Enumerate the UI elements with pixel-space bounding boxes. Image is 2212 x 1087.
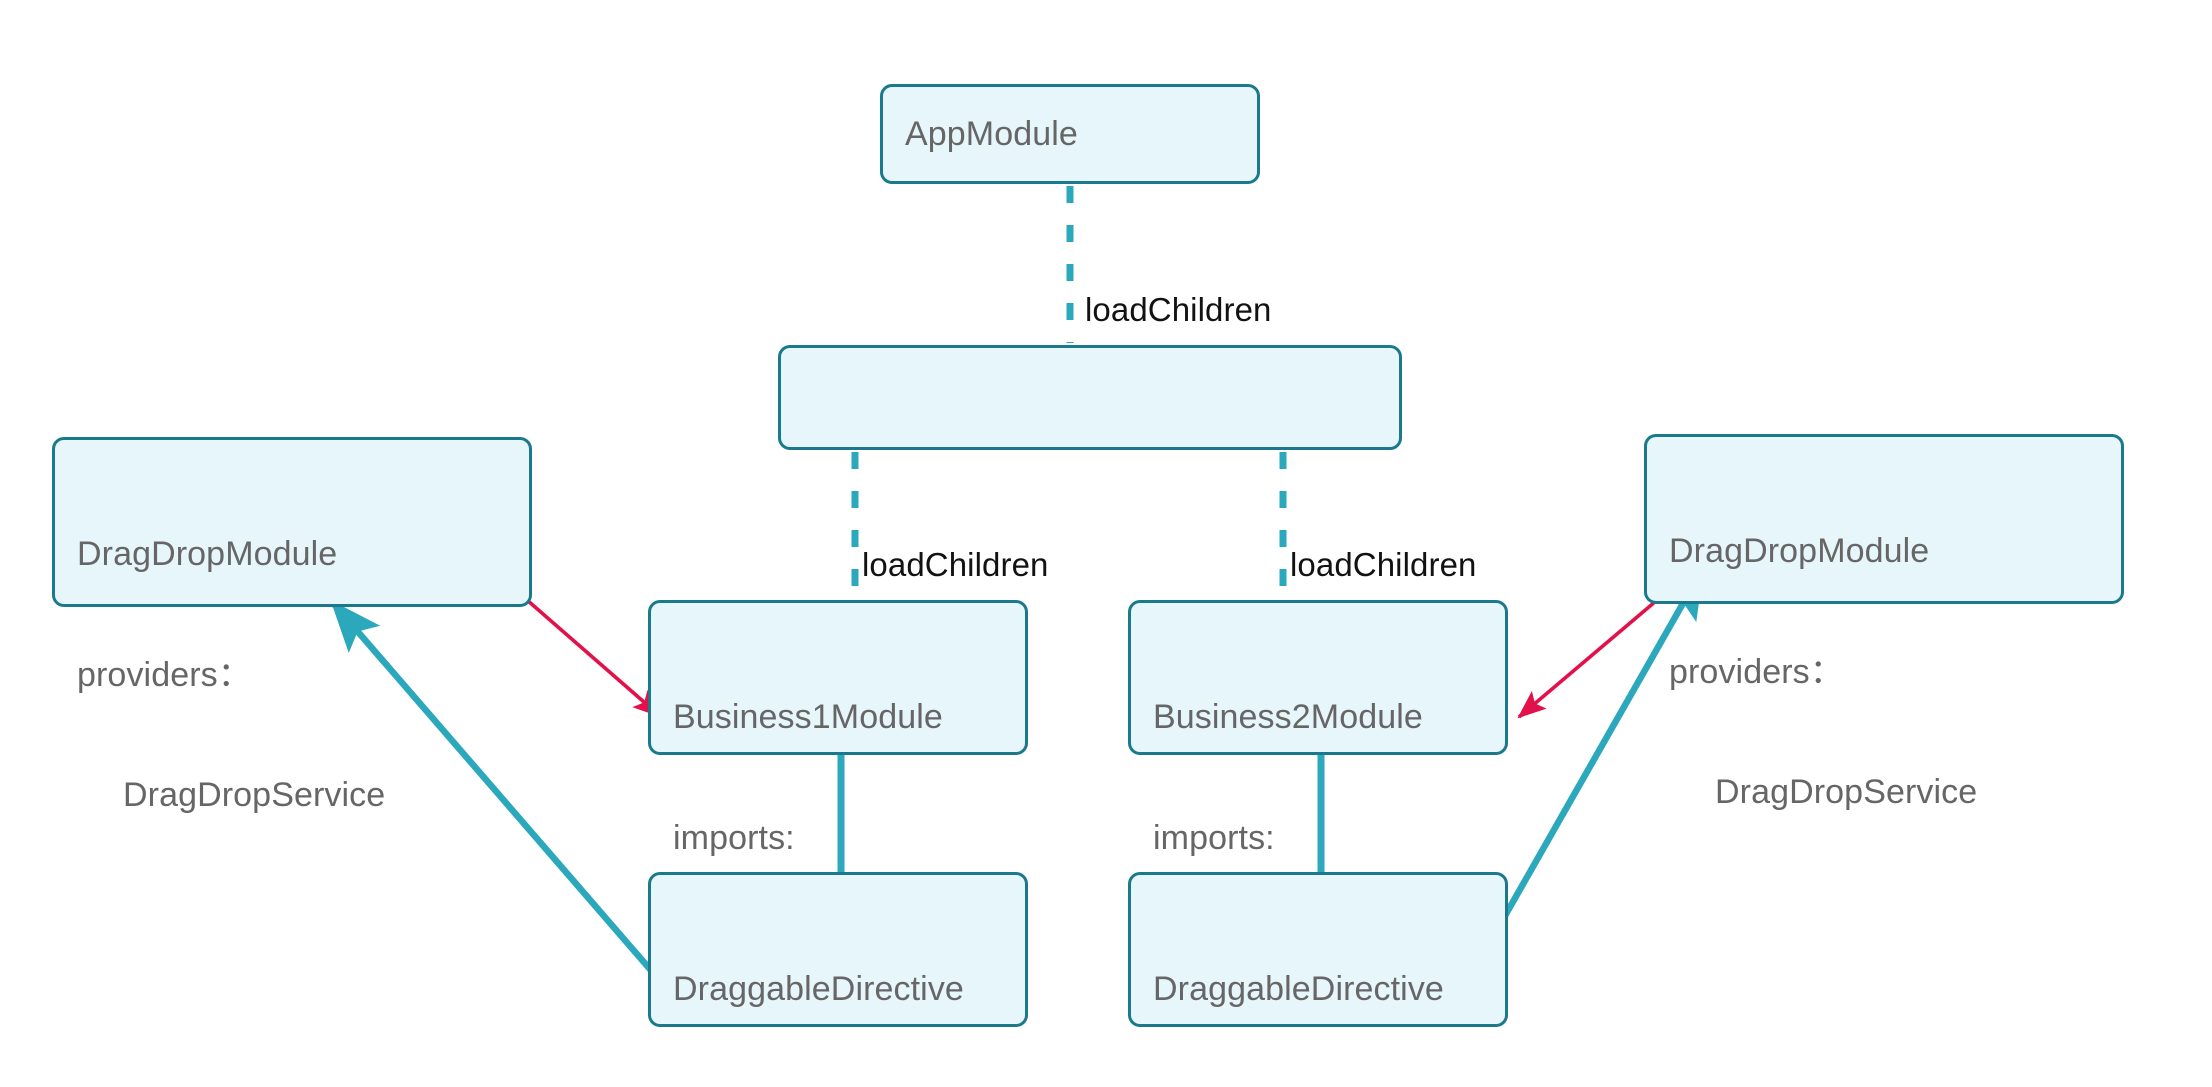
load-children-label-top: loadChildren [1085,291,1272,328]
app-module-node[interactable]: AppModule [880,84,1260,184]
dragdrop-left-line-2: providers： [77,655,252,694]
directive2-line-1: DraggableDirective [1153,970,1444,1009]
business1-line-2: imports: [673,818,795,857]
business2-module-node[interactable]: Business2Module imports: DragDropModule [1128,600,1508,977]
dragdrop-right-line-2: providers： [1669,652,1844,691]
app-module-label: AppModule [905,114,1078,153]
load-children-label-left: loadChildren [862,546,1049,583]
business2-line-1: Business2Module [1153,698,1423,737]
business1-module-node[interactable]: Business1Module imports: DragDropModule [648,600,1028,977]
directive1-line-1: DraggableDirective [673,970,964,1009]
draggable-directive-right-node[interactable]: DraggableDirective Injects: DragDropServ… [1128,872,1508,1027]
dragdrop-right-line-3: DragDropService [1715,772,1978,811]
business1-line-1: Business1Module [673,698,943,737]
business2-line-2: imports: [1153,818,1275,857]
lazy-routed-module-node[interactable] [778,345,1402,450]
dragdrop-left-line-3: DragDropService [123,775,386,814]
dragdrop-right-line-1: DragDropModule [1669,532,1930,571]
red-arrow-dragdrop-left-to-business1 [525,598,662,718]
draggable-directive-left-node[interactable]: DraggableDirective Injects: DragDropServ… [648,872,1028,1027]
dragdrop-module-left-node[interactable]: DragDropModule providers： DragDropServic… [52,437,532,814]
dragdrop-left-line-1: DragDropModule [77,535,338,574]
dragdrop-module-right-node[interactable]: DragDropModule providers： DragDropServic… [1644,434,2124,811]
load-children-label-right: loadChildren [1290,546,1477,583]
red-arrow-dragdrop-right-to-business2 [1517,599,1658,719]
